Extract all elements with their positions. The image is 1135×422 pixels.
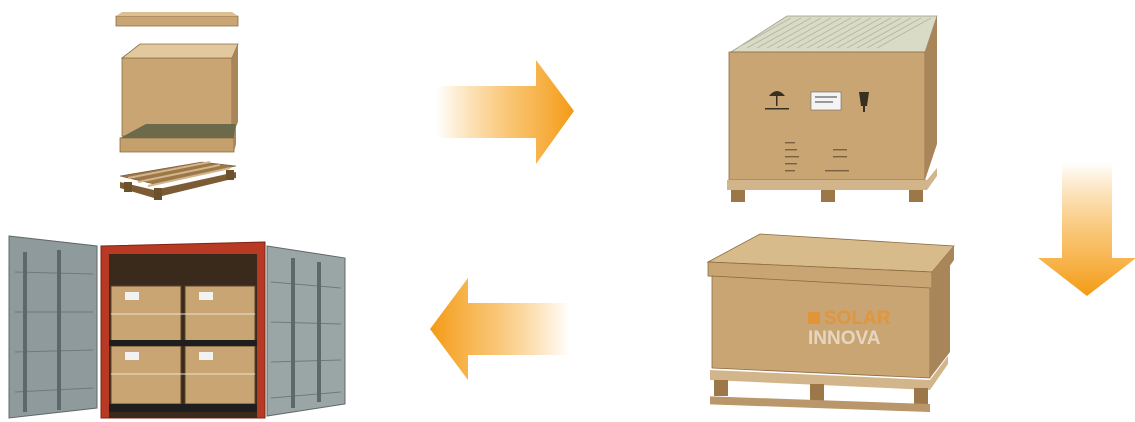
loaded-container bbox=[5, 232, 350, 421]
arrow-right bbox=[436, 58, 576, 168]
brand-line-2: INNOVA bbox=[808, 328, 881, 349]
sealed-crate-icon: SOLAR INNOVA bbox=[700, 232, 958, 422]
arrow-down-icon bbox=[1038, 162, 1135, 298]
pallet bbox=[120, 162, 236, 200]
base-tray-front bbox=[120, 138, 234, 152]
box-lid-top bbox=[116, 12, 238, 16]
crate-body-front bbox=[712, 276, 930, 378]
brand-line-1: SOLAR bbox=[824, 308, 891, 329]
packed-pallet-icon bbox=[725, 12, 940, 207]
box-lid bbox=[116, 16, 238, 26]
arrow-left bbox=[430, 276, 570, 384]
exploded-box-on-pallet bbox=[110, 10, 245, 210]
box-sleeve-side bbox=[232, 44, 238, 136]
arrow-right-icon bbox=[436, 58, 576, 168]
container-right-door bbox=[267, 246, 345, 416]
container-left-door bbox=[9, 236, 97, 418]
packed-pallet bbox=[725, 12, 940, 207]
exploded-box-icon bbox=[110, 10, 245, 210]
box-front bbox=[729, 52, 925, 180]
brand-mark-icon bbox=[808, 312, 820, 324]
arrow-down bbox=[1038, 162, 1135, 298]
sealed-crate: SOLAR INNOVA bbox=[700, 232, 958, 422]
box-sleeve-top bbox=[122, 44, 238, 58]
arrow-left-icon bbox=[430, 276, 570, 384]
container-icon bbox=[5, 232, 350, 421]
